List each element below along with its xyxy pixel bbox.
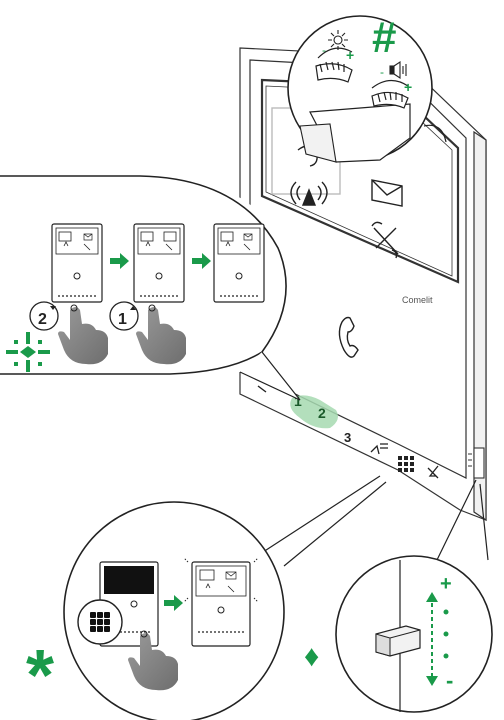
keypad-icon[interactable] <box>398 456 414 472</box>
hash-symbol: # <box>372 13 396 62</box>
volume-minus: - <box>380 65 384 79</box>
callout-side-slider: + - <box>336 480 492 712</box>
asterisk-symbol: * <box>26 636 54 716</box>
step-number-1: 1 <box>118 311 127 328</box>
button-2-label[interactable]: 2 <box>318 405 326 421</box>
slider-plus: + <box>440 573 452 595</box>
slider-minus: - <box>446 668 453 693</box>
diamond-symbol: ♦ <box>304 640 319 673</box>
mini-device-1 <box>52 224 102 302</box>
mini-device-lit <box>184 558 258 646</box>
mini-device-2 <box>134 224 184 302</box>
volume-plus: + <box>404 79 412 95</box>
brightness-plus: + <box>346 47 354 63</box>
side-slider <box>474 448 484 478</box>
keypad-icon <box>90 612 110 632</box>
button-3-label[interactable]: 3 <box>344 430 351 445</box>
mini-device-3 <box>214 224 264 302</box>
brand-logo: Comelit <box>402 295 433 305</box>
brightness-minus: - <box>322 43 326 57</box>
step-number-2: 2 <box>38 311 47 328</box>
callout-keypad <box>64 476 386 720</box>
